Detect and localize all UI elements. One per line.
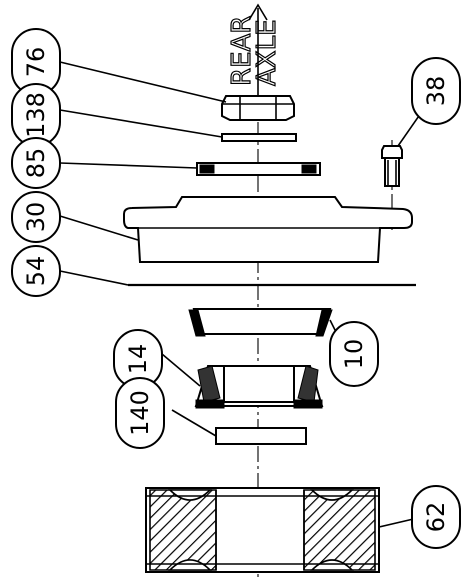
callout-85-label: 85 — [22, 148, 50, 179]
callout-76: 76 — [11, 28, 61, 96]
callout-140: 140 — [115, 377, 165, 449]
callout-138-label: 138 — [22, 92, 50, 138]
callout-10: 10 — [329, 321, 379, 387]
part-seal-ring — [196, 162, 321, 176]
part-washer — [221, 133, 297, 142]
callout-30: 30 — [11, 191, 61, 243]
rear-axle-arrow — [248, 3, 268, 95]
callout-14-label: 14 — [124, 344, 152, 375]
part-wheel-hub — [145, 487, 380, 573]
callout-62-label: 62 — [422, 502, 450, 533]
leader-lines — [59, 61, 431, 528]
rear-axle-label: REAR AXLE — [226, 15, 282, 87]
callout-14: 14 — [113, 329, 163, 389]
callout-10-label: 10 — [340, 339, 368, 370]
callout-54-label: 54 — [22, 256, 50, 287]
part-hex-nut — [221, 95, 295, 121]
part-hub-cap — [123, 196, 413, 263]
rear-label: REAR — [227, 16, 257, 86]
callout-38: 38 — [411, 57, 461, 125]
part-spacer-ring — [215, 427, 307, 445]
callout-85: 85 — [11, 137, 61, 189]
callout-138: 138 — [11, 83, 61, 147]
part-bolt — [381, 145, 403, 187]
callout-140-label: 140 — [126, 390, 154, 436]
callout-62: 62 — [411, 485, 461, 549]
callout-76-label: 76 — [22, 47, 50, 78]
callout-38-label: 38 — [422, 76, 450, 107]
callout-54: 54 — [11, 245, 61, 297]
part-bearing-cup — [188, 308, 333, 337]
part-bearing-cone — [194, 365, 324, 409]
axle-label: AXLE — [252, 19, 282, 86]
callout-30-label: 30 — [22, 202, 50, 233]
